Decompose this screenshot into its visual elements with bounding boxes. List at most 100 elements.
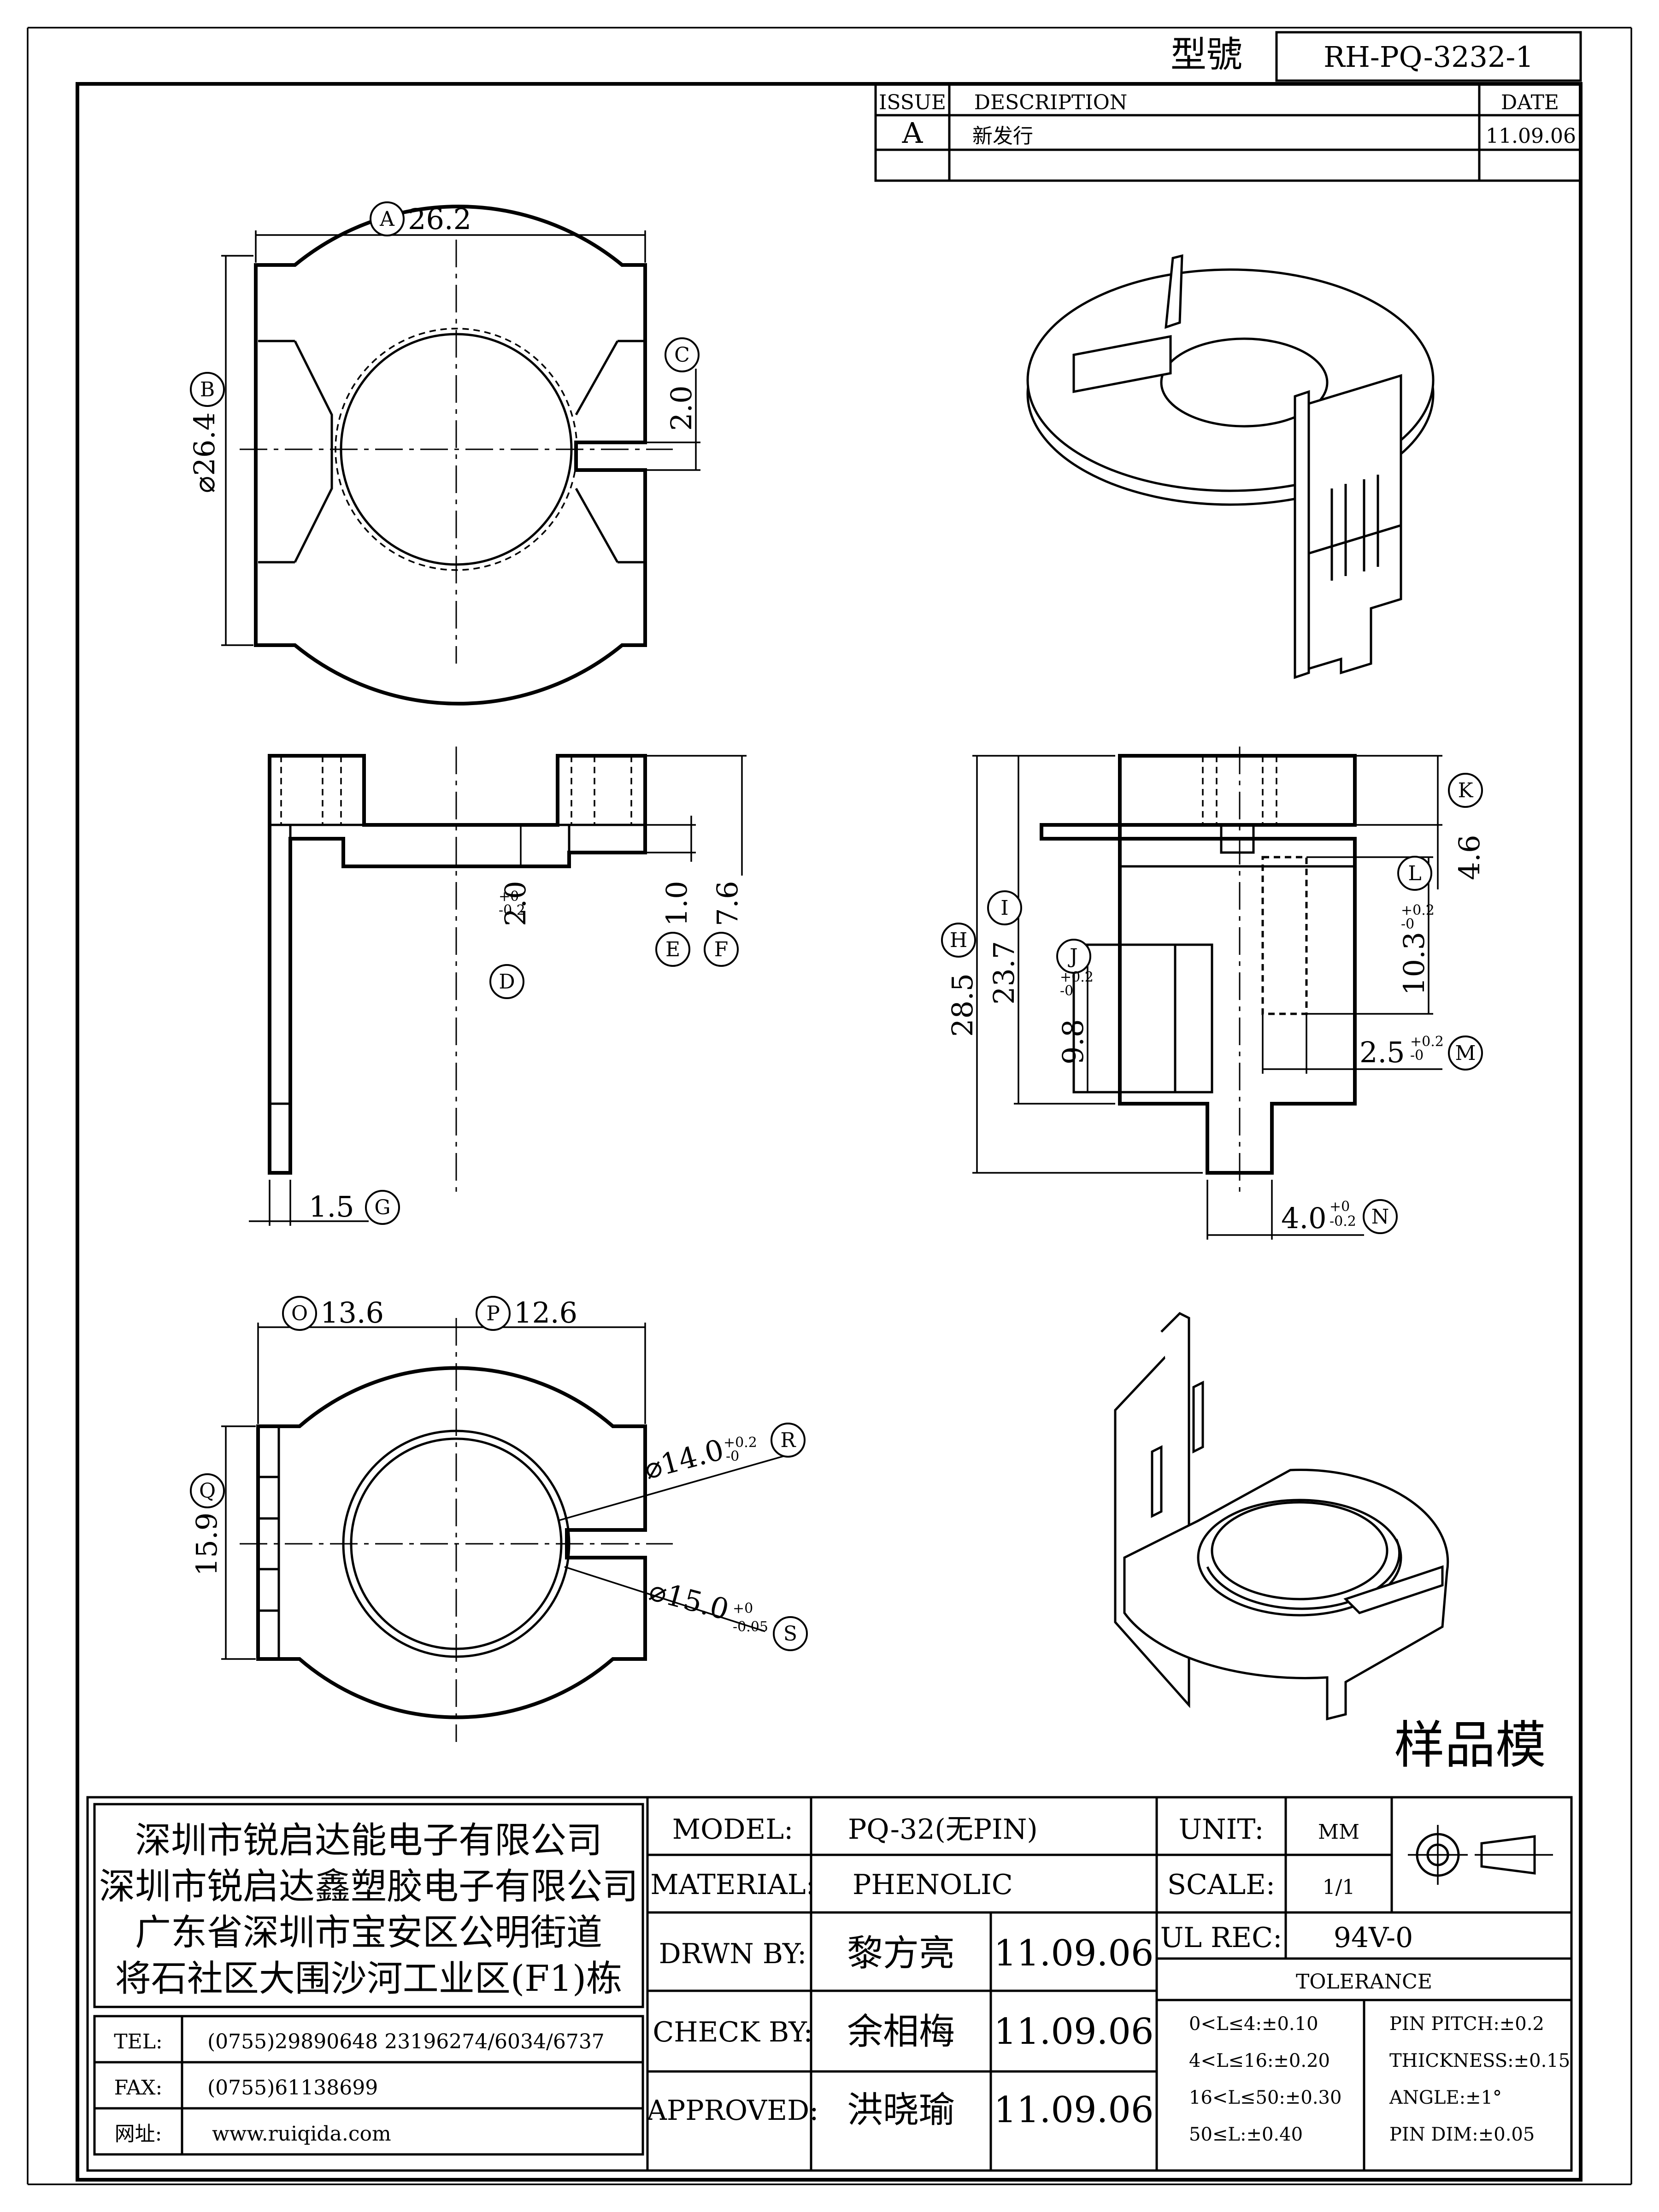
material-value: PHENOLIC — [853, 1869, 1013, 1901]
callout-a: A — [379, 207, 395, 231]
sample-mark: 样品模 — [1394, 1716, 1546, 1775]
dim-g: 1.5 — [309, 1190, 354, 1224]
check-date: 11.09.06 — [994, 2011, 1153, 2053]
svg-text:+0: +0 — [499, 888, 519, 905]
callout-g: G — [374, 1196, 390, 1219]
company-line-1: 深圳市锐启达能电子有限公司 — [135, 1820, 602, 1861]
svg-text:+0.2: +0.2 — [1060, 969, 1094, 985]
rev-row-date: 11.09.06 — [1486, 124, 1576, 148]
callout-k: K — [1458, 779, 1474, 802]
tol-left-3: 16<L≤50:±0.30 — [1189, 2087, 1341, 2108]
drawn-date: 11.09.06 — [994, 1933, 1153, 1974]
rev-row-description: 新发行 — [972, 124, 1033, 148]
dim-h: 28.5 — [946, 973, 979, 1037]
dim-q: 15.9 — [190, 1512, 224, 1576]
svg-text:-0: -0 — [1410, 1047, 1424, 1064]
drawn-name: 黎方亮 — [847, 1933, 955, 1974]
ul-label: UL REC: — [1160, 1922, 1282, 1954]
company-line-4: 将石社区大围沙河工业区(F1)栋 — [115, 1958, 623, 2000]
tol-right-4: PIN DIM:±0.05 — [1389, 2124, 1535, 2145]
callout-d: D — [499, 970, 515, 994]
callout-i: I — [1000, 896, 1008, 920]
tol-right-3: ANGLE:±1° — [1389, 2087, 1502, 2108]
callout-c: C — [674, 343, 690, 367]
side-view: 2.0 +0 -0.2 D 1.0 7.6 E F 1.5 G — [249, 747, 747, 1226]
unit-value: MM — [1318, 1820, 1359, 1844]
tol-left-4: 50≤L:±0.40 — [1189, 2124, 1303, 2145]
dim-e: 1.0 — [660, 881, 694, 926]
svg-text:-0.2: -0.2 — [499, 902, 525, 918]
dim-o: 13.6 — [320, 1296, 384, 1330]
web-label: 网址: — [115, 2122, 162, 2146]
callout-o: O — [291, 1302, 308, 1325]
callout-e: E — [665, 938, 680, 961]
callout-m: M — [1455, 1041, 1476, 1065]
model-number-value: RH-PQ-3232-1 — [1324, 40, 1534, 74]
web-value: www.ruiqida.com — [212, 2122, 391, 2146]
dim-d: 2.0 — [499, 881, 532, 926]
check-name: 余相梅 — [847, 2011, 955, 2053]
ul-value: 94V-0 — [1334, 1922, 1413, 1954]
tol-right-2: THICKNESS:±0.15 — [1389, 2050, 1570, 2071]
scale-label: SCALE: — [1167, 1869, 1275, 1901]
rev-header-description: DESCRIPTION — [974, 91, 1128, 114]
company-line-3: 广东省深圳市宝安区公明街道 — [135, 1912, 602, 1953]
title-block: 深圳市锐启达能电子有限公司 深圳市锐启达鑫塑胶电子有限公司 广东省深圳市宝安区公… — [86, 1796, 1573, 2172]
model-number-label: 型號 — [1171, 34, 1242, 76]
tel-value: (0755)29890648 23196274/6034/6737 — [207, 2030, 605, 2053]
tol-left-1: 0<L≤4:±0.10 — [1189, 2013, 1318, 2035]
check-label: CHECK BY: — [653, 2016, 812, 2048]
tel-label: TEL: — [114, 2030, 163, 2053]
iso-view-top — [1026, 254, 1435, 679]
svg-text:+0: +0 — [1330, 1199, 1350, 1215]
model-number-box: 型號 RH-PQ-3232-1 — [1171, 31, 1582, 82]
callout-f: F — [714, 938, 729, 961]
model-label: MODEL: — [672, 1813, 794, 1846]
svg-text:+0.2: +0.2 — [1401, 902, 1435, 918]
rev-header-date: DATE — [1501, 91, 1559, 114]
projection-symbol-icon — [1408, 1825, 1553, 1885]
callout-j: J — [1068, 945, 1078, 968]
material-label: MATERIAL: — [650, 1869, 815, 1901]
bottom-view: O 13.6 P 12.6 Q 15.9 ⌀14.0 +0.2 -0 R ⌀15… — [190, 1296, 808, 1742]
dim-m: 2.5 — [1359, 1035, 1405, 1069]
callout-q: Q — [199, 1479, 216, 1503]
svg-text:-0: -0 — [726, 1448, 739, 1465]
drawn-label: DRWN BY: — [659, 1938, 807, 1970]
callout-h: H — [950, 929, 967, 952]
approved-label: APPROVED: — [647, 2094, 819, 2127]
dim-l: 10.3 — [1397, 932, 1431, 995]
dim-f: 7.6 — [711, 881, 744, 926]
fax-value: (0755)61138699 — [207, 2076, 378, 2100]
svg-text:-0: -0 — [1060, 983, 1073, 999]
callout-l: L — [1408, 862, 1421, 885]
callout-r: R — [780, 1429, 796, 1452]
front-view: H 28.5 I 23.7 J 9.8 +0.2 -0 K 4.6 L 10.3… — [941, 747, 1486, 1240]
rev-header-issue: ISSUE — [879, 91, 946, 114]
sheet-border — [27, 27, 1632, 2185]
callout-b: B — [200, 378, 215, 401]
svg-text:+0: +0 — [733, 1600, 753, 1617]
svg-text:+0.2: +0.2 — [724, 1435, 757, 1451]
dim-c: 2.0 — [665, 385, 698, 431]
svg-text:-0.05: -0.05 — [733, 1619, 768, 1635]
scale-value: 1/1 — [1323, 1876, 1355, 1899]
dim-s: ⌀15.0 — [646, 1573, 732, 1627]
iso-view-bottom — [1114, 1312, 1449, 1721]
dim-p: 12.6 — [514, 1296, 577, 1330]
dim-j: 9.8 — [1056, 1019, 1090, 1065]
callout-p: P — [486, 1302, 500, 1325]
svg-text:+0.2: +0.2 — [1410, 1034, 1444, 1050]
dim-n: 4.0 — [1281, 1201, 1327, 1235]
revision-table: ISSUE DESCRIPTION DATE A 新发行 11.09.06 — [874, 82, 1582, 182]
dim-r: ⌀14.0 — [641, 1433, 727, 1486]
top-view: A 26.2 B ⌀26.4 C 2.0 — [188, 201, 700, 706]
tol-right-1: PIN PITCH:±0.2 — [1389, 2013, 1544, 2035]
svg-text:-0.2: -0.2 — [1330, 1213, 1356, 1230]
rev-row-issue: A — [902, 116, 924, 150]
fax-label: FAX: — [114, 2076, 163, 2100]
unit-label: UNIT: — [1179, 1813, 1264, 1846]
dim-b: ⌀26.4 — [188, 412, 221, 493]
approved-name: 洪晓瑜 — [847, 2089, 955, 2131]
